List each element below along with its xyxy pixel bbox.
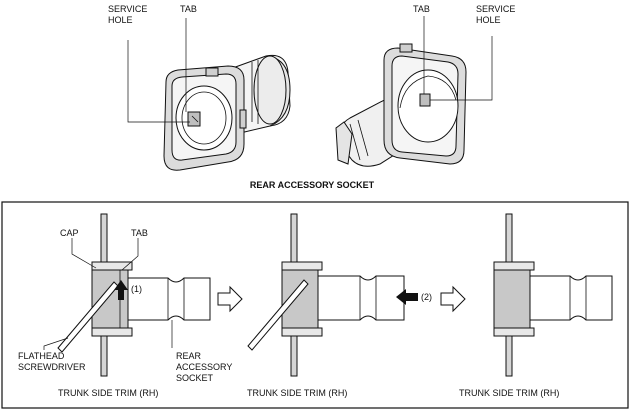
trim-label-2: TRUNK SIDE TRIM (RH) — [247, 388, 347, 398]
next-step-arrow-2 — [440, 285, 466, 313]
socket-label-3: SOCKET — [176, 373, 214, 383]
socket-view-left: SERVICE HOLE TAB — [108, 4, 291, 171]
tab-label-right: TAB — [413, 4, 430, 14]
arrow-up-1 — [114, 280, 128, 300]
trim-label-3: TRUNK SIDE TRIM (RH) — [459, 388, 559, 398]
service-hole-label-left-2: HOLE — [108, 15, 133, 25]
screwdriver-label-1: FLATHEAD — [18, 351, 65, 361]
service-hole-label-right-2: HOLE — [476, 15, 501, 25]
step-2-panel: (2) TRUNK SIDE TRIM (RH) — [247, 213, 432, 398]
next-step-arrow-1 — [217, 285, 243, 313]
tab-label-left: TAB — [180, 4, 197, 14]
tab-label-step: TAB — [131, 228, 148, 238]
arrow-left-2 — [396, 289, 418, 305]
step-1-marker: (1) — [131, 284, 142, 294]
cap-3 — [493, 265, 531, 333]
procedure-box — [1, 201, 629, 409]
step-2-marker: (2) — [421, 292, 432, 302]
screwdriver-label-2: SCREWDRIVER — [18, 362, 86, 372]
screwdriver-leader — [43, 337, 69, 350]
cap-label: CAP — [60, 228, 79, 238]
service-hole-label-left-1: SERVICE — [108, 4, 147, 14]
tab-leader-step — [121, 238, 139, 271]
top-caption: REAR ACCESSORY SOCKET — [250, 180, 375, 190]
cap-leader — [71, 238, 97, 269]
socket-view-right: TAB SERVICE HOLE — [335, 4, 515, 167]
rear-accessory-socket-1 — [127, 277, 211, 321]
service-hole-label-right-1: SERVICE — [476, 4, 515, 14]
step-1-panel: (1) CAP TAB FLATHEAD SCREWDRIVER REAR AC… — [18, 213, 232, 398]
step-3-panel: TRUNK SIDE TRIM (RH) — [459, 213, 613, 398]
rear-accessory-socket-2 — [317, 275, 405, 321]
service-hole-leader-left — [127, 40, 190, 123]
socket-label-2: ACCESSORY — [176, 362, 232, 372]
trim-label-1: TRUNK SIDE TRIM (RH) — [58, 388, 158, 398]
socket-label-1: REAR — [176, 351, 202, 361]
service-hole-leader-right — [430, 36, 493, 101]
